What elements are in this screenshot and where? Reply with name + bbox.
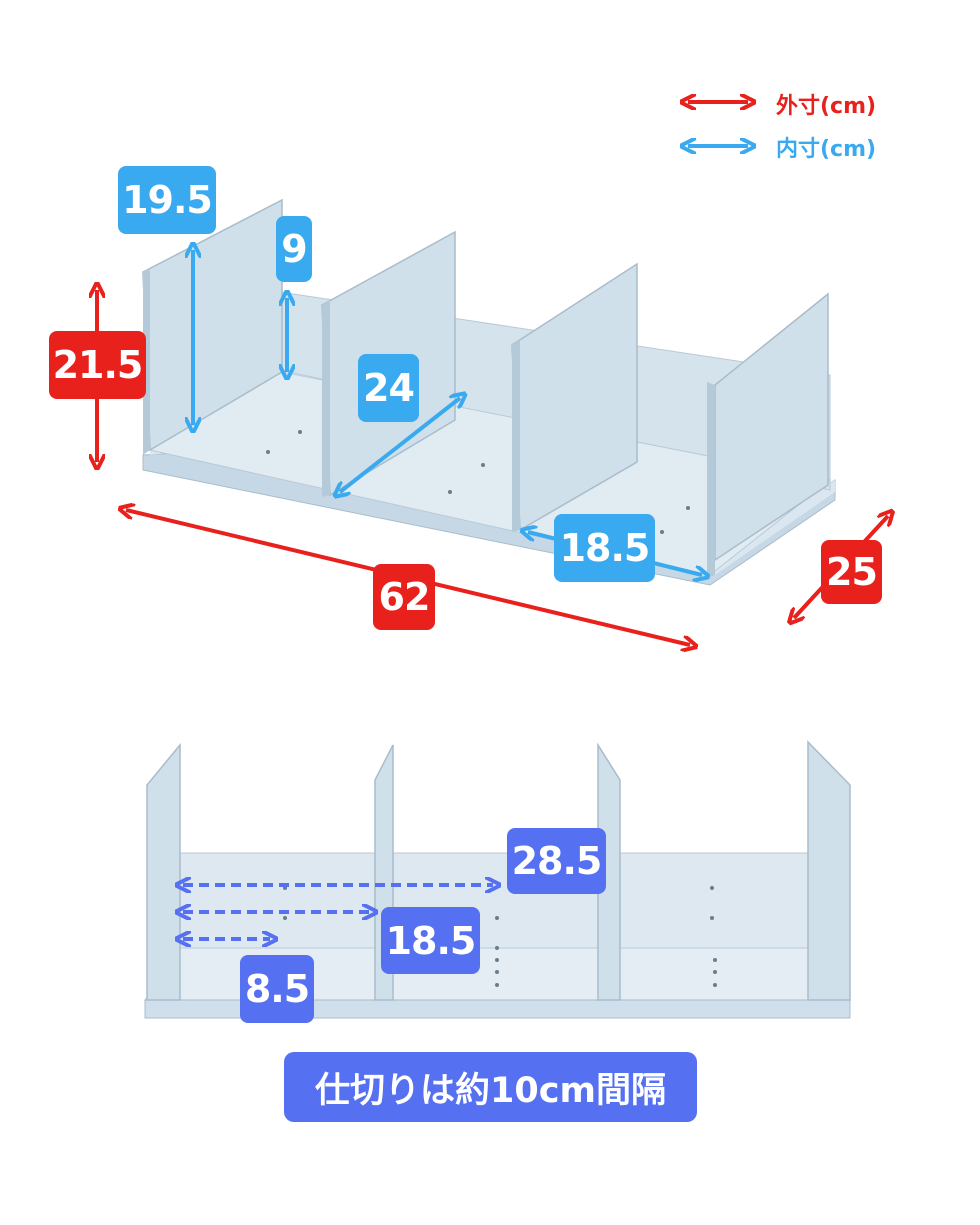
inner-depth-arrow <box>340 398 460 492</box>
width-18-5-label: 18.5 <box>381 907 480 974</box>
inner-depth-label: 24 <box>358 354 419 422</box>
outer-height-label: 21.5 <box>49 331 146 399</box>
width-8-5-label: 8.5 <box>240 955 314 1023</box>
inner-back-height-label: 9 <box>276 216 312 282</box>
front-base <box>144 999 851 1019</box>
outer-width-label: 62 <box>373 564 435 630</box>
front-right-side <box>807 740 851 1001</box>
front-back-panel <box>179 852 811 949</box>
inner-divider-height-label: 19.5 <box>118 166 216 234</box>
front-divider-2 <box>597 742 621 1001</box>
outer-depth-label: 25 <box>821 540 882 604</box>
top-shelf-illustration <box>0 0 980 700</box>
legend-outer-label: 外寸(cm) <box>776 94 877 119</box>
inner-compartment-width-label: 18.5 <box>554 514 655 582</box>
front-left-side <box>146 742 181 1001</box>
width-28-5-label: 28.5 <box>507 828 606 894</box>
divider-2 <box>511 262 638 532</box>
legend-inner-label: 内寸(cm) <box>776 137 877 162</box>
divider-spacing-caption: 仕切りは約10cm間隔 <box>284 1052 697 1122</box>
